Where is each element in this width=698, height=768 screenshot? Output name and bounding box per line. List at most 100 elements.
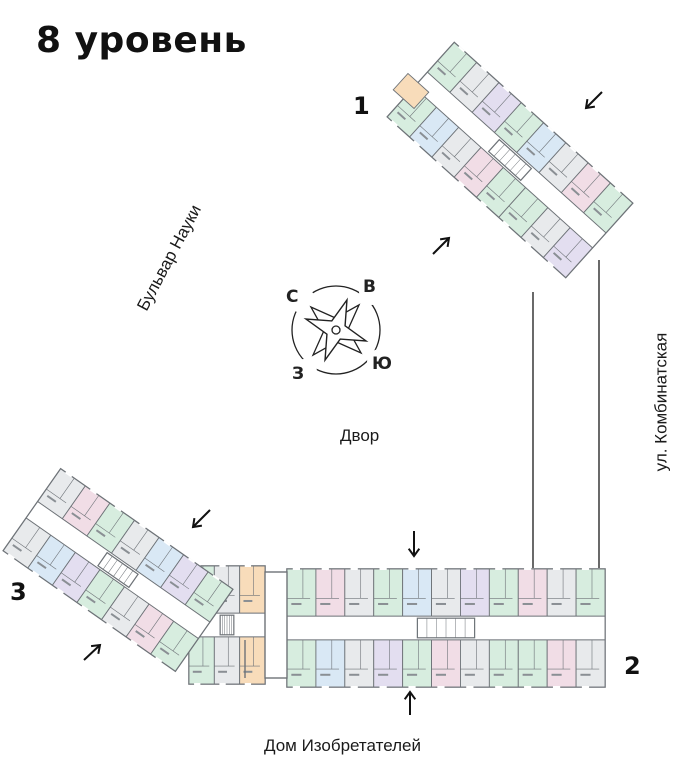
building-2-room-mark bbox=[522, 673, 533, 676]
building-3-partition bbox=[207, 581, 222, 603]
building-2-apartment bbox=[286, 639, 317, 688]
building-3-room-mark bbox=[95, 529, 106, 538]
building-3-plan[interactable] bbox=[2, 467, 234, 673]
building-2-room-mark bbox=[291, 602, 302, 605]
building-2-room-mark bbox=[349, 673, 360, 676]
building-1-partition bbox=[561, 153, 579, 173]
building-2-apartment bbox=[546, 639, 577, 688]
building-1-stair-step bbox=[488, 139, 500, 152]
building-1-partition bbox=[605, 193, 623, 213]
building-1-room-mark bbox=[486, 191, 496, 201]
building-3-partition bbox=[99, 578, 114, 600]
building-3-window bbox=[155, 656, 163, 663]
building-3-partition bbox=[193, 592, 214, 607]
building-1-partition bbox=[548, 161, 568, 178]
building-1-stair-step bbox=[493, 144, 505, 157]
building-3-partition bbox=[49, 544, 65, 566]
building-3-room-mark bbox=[71, 512, 82, 520]
building-2-link-section-room-mark bbox=[218, 670, 227, 673]
building-1-stair-step bbox=[515, 163, 527, 176]
building-1-partition bbox=[504, 120, 523, 138]
building-3-window bbox=[81, 604, 89, 611]
building-2-room-mark bbox=[435, 602, 446, 605]
building-1-window bbox=[480, 200, 488, 207]
building-3-room-mark bbox=[120, 546, 131, 555]
building-3-stair-step bbox=[113, 563, 123, 577]
building-3-partition bbox=[110, 606, 131, 622]
building-1-partition bbox=[482, 100, 501, 118]
building-1-window bbox=[524, 240, 532, 248]
entrance-arrow-shaft bbox=[83, 644, 101, 661]
building-2-apartment bbox=[315, 639, 346, 688]
building-1-room-mark bbox=[459, 87, 469, 96]
building-2-apartment bbox=[373, 639, 404, 688]
building-3-wing bbox=[2, 467, 234, 673]
compass-gap bbox=[289, 287, 315, 313]
building-2-room-mark bbox=[493, 602, 504, 605]
building-1-partition bbox=[571, 181, 590, 198]
building-3-room-mark bbox=[135, 630, 145, 638]
building-3-stair-step bbox=[118, 566, 128, 581]
building-1-partition bbox=[419, 125, 438, 142]
building-3-room-mark bbox=[159, 647, 170, 656]
street-label-house: Дом Изобретателей bbox=[264, 736, 421, 755]
building-3-window bbox=[138, 523, 147, 530]
building-1-partition bbox=[494, 93, 512, 113]
building-1-window bbox=[569, 146, 577, 153]
building-1-plan[interactable] bbox=[386, 41, 634, 279]
building-1-window bbox=[614, 186, 622, 193]
building-1-window bbox=[547, 126, 555, 133]
building-1-partition bbox=[526, 141, 545, 158]
building-3-window bbox=[187, 557, 196, 564]
building-1-stair-step bbox=[504, 153, 516, 167]
building-1-partition bbox=[409, 97, 427, 117]
building-3-partition bbox=[70, 506, 91, 521]
building-3-partition bbox=[119, 540, 140, 555]
building-3-partition bbox=[59, 478, 75, 499]
building-2-apartment bbox=[402, 568, 432, 617]
building-1-window bbox=[480, 65, 488, 73]
building-1-partition bbox=[508, 205, 528, 223]
building-1-partition bbox=[431, 118, 449, 137]
building-2-room-mark bbox=[522, 602, 533, 605]
building-2-apartment bbox=[431, 568, 461, 617]
building-2-apartment bbox=[402, 639, 432, 688]
building-1-room-mark bbox=[481, 107, 491, 116]
street-label-kombinatskaya: ул. Комбинатская bbox=[651, 332, 671, 472]
compass-west-label: З bbox=[292, 364, 305, 384]
building-1-wing bbox=[386, 41, 634, 279]
building-1-room-mark bbox=[508, 211, 518, 221]
building-2-apartment bbox=[286, 568, 317, 617]
building-2-apartment bbox=[488, 568, 519, 617]
building-1-stair-step bbox=[509, 158, 521, 171]
compass-center bbox=[331, 325, 341, 335]
building-1-partition bbox=[565, 238, 583, 258]
building-3-partition bbox=[74, 561, 90, 583]
building-3-room-mark bbox=[85, 595, 96, 604]
building-2-room-mark bbox=[406, 673, 418, 676]
building-2-number: 2 bbox=[624, 652, 641, 680]
compass-rose-icon bbox=[289, 279, 393, 385]
building-3-partition bbox=[148, 613, 163, 634]
building-2-apartment bbox=[460, 568, 490, 617]
building-1-window bbox=[458, 45, 465, 53]
building-1-room-mark bbox=[441, 151, 451, 161]
gallery-3-2 bbox=[264, 571, 288, 679]
building-1-partition bbox=[464, 165, 483, 183]
building-1-window bbox=[591, 166, 599, 173]
building-3-partition bbox=[159, 641, 180, 656]
building-3-partition bbox=[95, 523, 116, 538]
entrance-arrow-shaft bbox=[432, 237, 450, 255]
building-1-room-mark bbox=[570, 187, 580, 196]
compass-east-label: В bbox=[363, 277, 376, 297]
building-3-window bbox=[89, 488, 97, 495]
building-connectors bbox=[244, 260, 600, 679]
building-3-partition bbox=[25, 527, 41, 548]
building-2-plan[interactable] bbox=[188, 565, 606, 688]
entrance-arrow-head bbox=[90, 643, 102, 655]
entrance-arrow-head bbox=[584, 98, 596, 110]
building-1-window bbox=[435, 160, 443, 167]
building-3-partition bbox=[46, 488, 67, 504]
yard-label: Двор bbox=[340, 426, 380, 445]
